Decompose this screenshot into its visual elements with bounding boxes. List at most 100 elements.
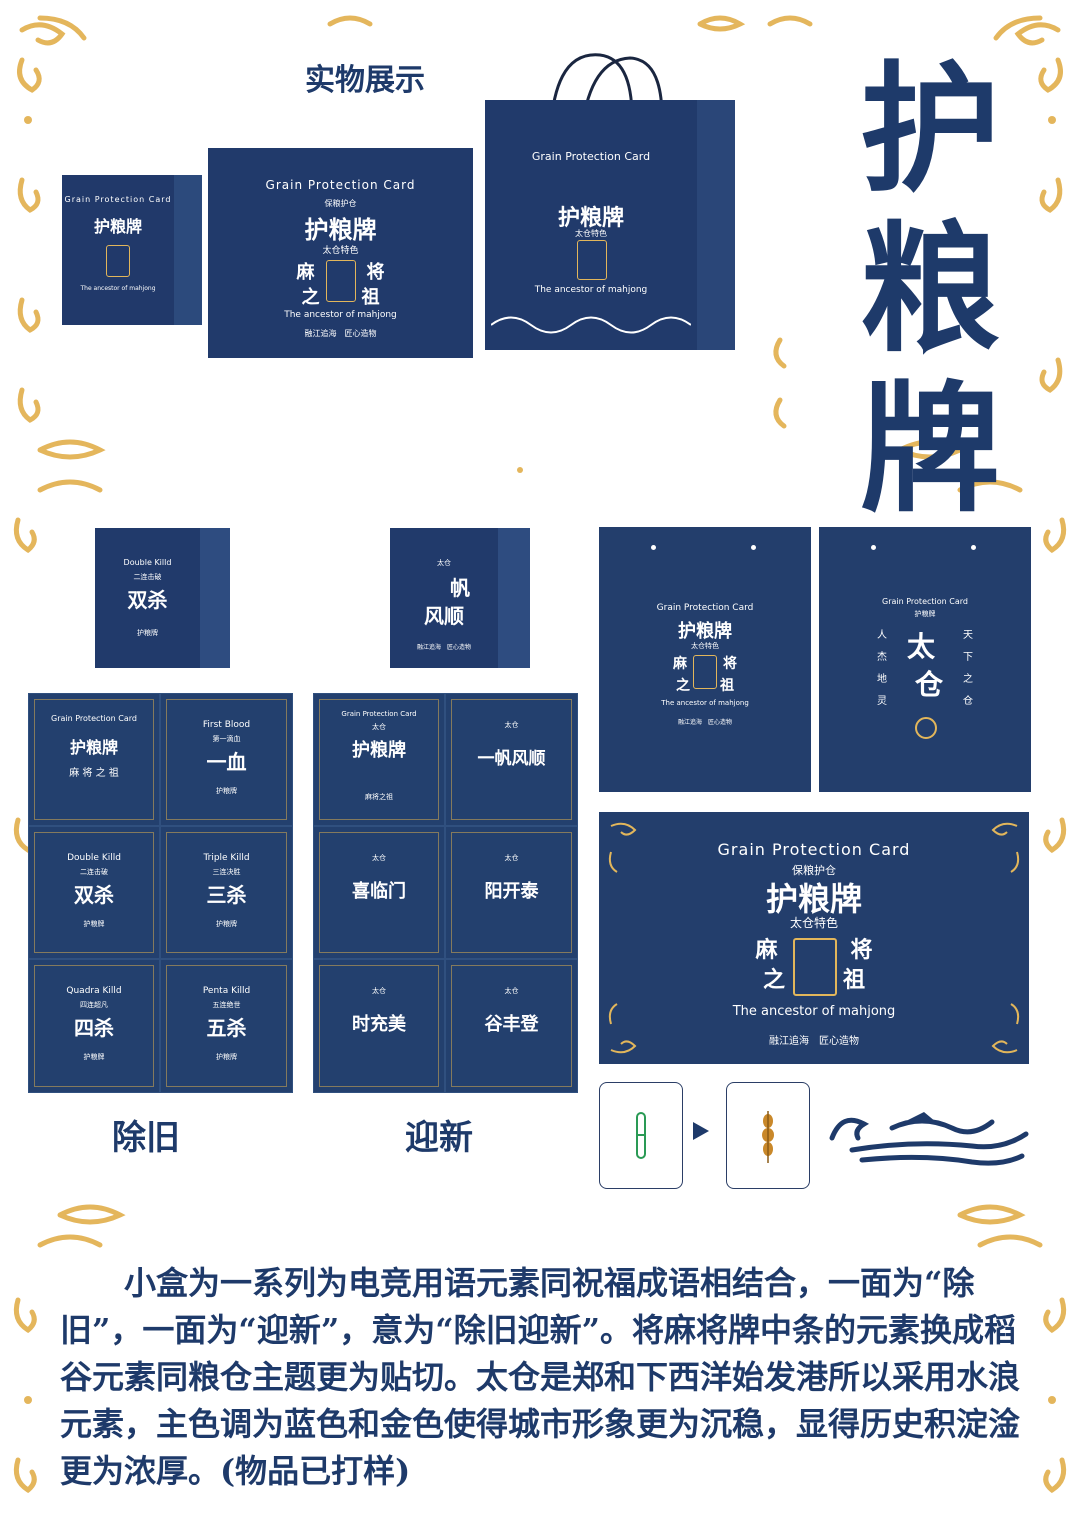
circle-char: 下 [963,652,973,663]
bag-en-title: Grain Protection Card [531,150,651,163]
tile-cn-small: 太仓 [504,721,519,729]
tile-cn: 阳开泰 [484,881,539,902]
mahjong-tile-icon [693,655,717,689]
main-title-char: 护 [859,48,1000,212]
tile-cn-small: 太仓 [504,854,519,862]
product-box-medium: Grain Protection Card 保粮护仓 护粮牌 太仓特色 麻 将 … [208,148,473,358]
circle-char: 地 [877,674,887,685]
tile-sub: 护粮牌 [83,1053,105,1061]
bag-en: Grain Protection Card [656,603,754,613]
main-title-char: 牌 [859,368,1000,532]
circle-char: 天 [963,630,973,641]
bag-tag: 太仓特色 [691,642,719,650]
tile-cn: 护粮牌 [352,740,406,761]
box-char: 将 [366,262,385,283]
tile-cn: 四杀 [74,1016,114,1040]
box-en-sub: The ancestor of mahjong [284,310,397,320]
grid-tile: 太仓 一帆风顺 [445,693,578,826]
tile-sub: 护粮牌 [216,1053,237,1061]
small-box-brand: 护粮牌 [137,629,158,637]
left-circle-chars: 人 杰 地 灵 [875,625,889,713]
bag-tag: 太仓特色 [575,229,607,238]
tile-cn: 一血 [206,750,247,774]
box-sub-cn: 保粮护仓 [324,199,357,208]
caption-yingxin: 迎新 [405,1118,473,1158]
tile-cn-small: 四连超凡 [80,1001,108,1009]
tile-cn: 护粮牌 [69,738,118,757]
box-char: 麻 [296,262,315,283]
mahjong-tile-icon [793,938,837,996]
caption-chujiu: 除旧 [112,1118,180,1158]
box-char: 祖 [361,287,380,308]
bag-char: 麻 [673,656,687,672]
grid-tile: First Blood 第一滴血 一血 护粮牌 [160,693,293,826]
circle-char: 仓 [963,696,973,707]
tile-sub: 护粮牌 [83,920,105,928]
bag-en: Grain Protection Card [882,597,968,606]
tile-cn: 一帆风顺 [477,749,546,769]
circle-char: 杰 [877,652,887,663]
grid-tile: Triple Killd 三连决胜 三杀 护粮牌 [160,826,293,959]
tile-cn-small: 太仓 [504,987,519,995]
grid-tile: 太仓 阳开泰 [445,826,578,959]
tile-cn: 三杀 [206,883,247,907]
label-char: 麻 [755,938,778,963]
left-tile-grid: Grain Protection Card 护粮牌 麻 将 之 祖 First … [28,693,293,1093]
description-paragraph: 小盒为一系列为电竞用语元素同祝福成语相结合，一面为“除旧”，一面为“迎新”，意为… [60,1264,1021,1490]
box-cn-title: 护粮牌 [304,216,377,244]
mahjong-tile-new [726,1082,810,1189]
small-box-en: Double Killd [123,558,172,567]
small-box-left: Double Killd 二连击破 双杀 护粮牌 [95,528,230,668]
tile-cn-small: 第一滴血 [212,735,241,743]
bag-brand: 护粮牌 [914,610,936,618]
bag-cn-title: 护粮牌 [678,621,732,642]
label-tag: 太仓特色 [789,916,838,930]
grid-tile: Quadra Killd 四连超凡 四杀 护粮牌 [28,959,160,1093]
box-tag: 太仓特色 [322,246,359,256]
bag-char: 祖 [720,678,734,694]
label-en-sub: The ancestor of mahjong [732,1004,896,1019]
tile-cn: 谷丰登 [484,1014,539,1035]
mahjong-tile-icon [577,240,607,280]
bag-flat-right: Grain Protection Card 护粮牌 太 仓 人 杰 地 灵 天 … [819,527,1031,792]
main-title-char: 粮 [859,208,1000,372]
mahjong-tile-icon [106,245,130,277]
main-title: 护 粮 牌 [850,50,1010,530]
grid-tile: Grain Protection Card 护粮牌 麻 将 之 祖 [28,693,160,826]
tile-cn-small: 三连决胜 [212,868,241,876]
corner-scroll-icon [608,822,1020,1054]
wave-icon [829,1112,1029,1166]
small-box-cn-small: 太仓 [437,559,451,567]
box-en-title: Grain Protection Card [265,178,416,192]
bag-flat-left: Grain Protection Card 护粮牌 太仓特色 麻 将 之 祖 T… [599,527,811,792]
bag-big-top: 太 [906,630,935,663]
tile-cn-small: 太仓 [372,987,386,995]
tile-en: Quadra Killd [66,986,122,996]
box-en-sub: The ancestor of mahjong [80,285,156,292]
small-box-cn-big: 双杀 [127,588,168,612]
tile-en: Double Killd [67,853,121,863]
tile-cn-small: 太仓 [372,723,386,731]
circle-char: 人 [877,630,887,641]
tile-en: Grain Protection Card [51,714,137,723]
box-en-title: Grain Protection Card [64,195,172,204]
bamboo-icon [636,1112,646,1159]
label-en: Grain Protection Card [717,840,911,859]
small-box-cn-big-top: 帆 [450,576,470,600]
tile-cn-small: 五连绝世 [212,1001,241,1009]
tile-en: Triple Killd [203,853,250,863]
circle-char: 灵 [877,696,887,707]
bag-en-sub: The ancestor of mahjong [534,285,648,295]
bag-en-sub: The ancestor of mahjong [661,699,749,707]
bag-slogan: 融江追海 匠心造物 [677,719,732,726]
product-box-small: Grain Protection Card 护粮牌 The ancestor o… [62,175,202,325]
circle-char: 之 [963,674,973,685]
tile-sub: 护粮牌 [216,920,237,928]
tile-cn: 双杀 [74,883,114,907]
mahjong-tile-original [599,1082,683,1189]
arrow-right-icon [693,1122,709,1140]
label-cn-title: 护粮牌 [765,880,862,918]
tile-cn: 时充美 [352,1014,406,1035]
tile-en: First Blood [202,720,251,730]
box-cn-title: 护粮牌 [93,217,142,236]
